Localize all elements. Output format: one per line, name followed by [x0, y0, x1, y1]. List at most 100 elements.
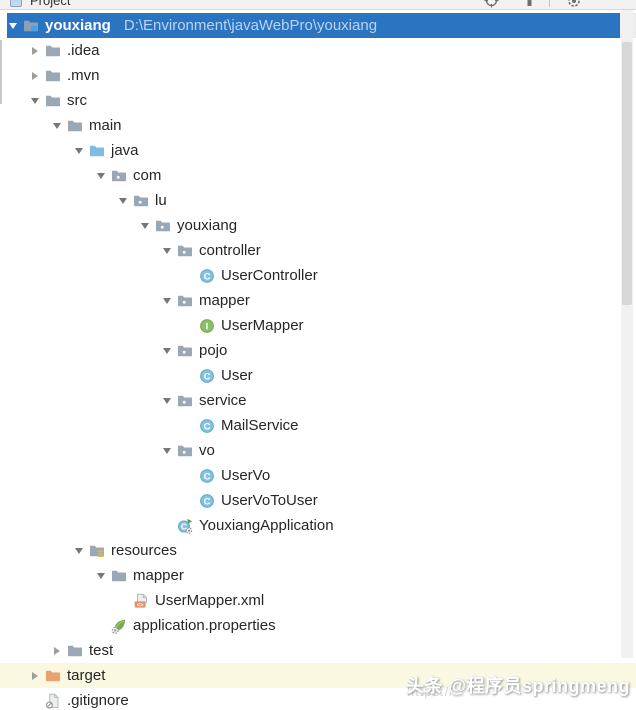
tree-row-usermapper-xml[interactable]: <>UserMapper.xml	[0, 588, 636, 613]
chevron-down-icon[interactable]	[48, 113, 66, 138]
tree-item-label: UserController	[221, 267, 318, 284]
tree-row-target[interactable]: target	[0, 663, 636, 688]
indent	[0, 100, 26, 101]
tree-row-pojo[interactable]: pojo	[0, 338, 636, 363]
twisty-spacer	[180, 363, 198, 388]
folder-icon	[44, 38, 62, 63]
indent	[0, 325, 180, 326]
twisty-spacer	[158, 513, 176, 538]
chevron-right-icon[interactable]	[26, 38, 44, 63]
tree-row-youxiang[interactable]: youxiang	[0, 213, 636, 238]
class-icon: C	[198, 413, 216, 438]
tree-row-test[interactable]: test	[0, 638, 636, 663]
twisty-spacer	[180, 413, 198, 438]
chevron-down-icon[interactable]	[4, 13, 22, 38]
indent	[0, 300, 158, 301]
vertical-scrollbar-thumb[interactable]	[622, 42, 632, 305]
package-icon	[176, 238, 194, 263]
folder-icon	[66, 638, 84, 663]
folder-icon	[110, 563, 128, 588]
tree-row-mapper[interactable]: mapper	[0, 563, 636, 588]
toolbar-divider	[549, 0, 550, 7]
tree-row-controller[interactable]: controller	[0, 238, 636, 263]
indent	[0, 50, 26, 51]
chevron-down-icon[interactable]	[158, 438, 176, 463]
collapse-all-icon[interactable]	[522, 0, 537, 9]
twisty-spacer	[180, 463, 198, 488]
chevron-right-icon[interactable]	[26, 63, 44, 88]
tree-item-label: youxiang	[177, 217, 238, 234]
chevron-down-icon[interactable]	[92, 163, 110, 188]
chevron-right-icon[interactable]	[48, 638, 66, 663]
folder-icon	[44, 88, 62, 113]
tree-item-label: resources	[111, 542, 177, 559]
tree-item-label: target	[67, 667, 106, 684]
tree-item-label: .mvn	[67, 67, 100, 84]
tree-row--mvn[interactable]: .mvn	[0, 63, 636, 88]
chevron-down-icon[interactable]	[114, 188, 132, 213]
chevron-down-icon[interactable]	[136, 213, 154, 238]
indent	[0, 400, 158, 401]
folder-project-icon	[22, 13, 40, 38]
indent	[0, 525, 158, 526]
locate-icon[interactable]	[484, 0, 499, 9]
tree-item-label: main	[89, 117, 122, 134]
panel-title: Project	[30, 0, 71, 8]
package-icon	[132, 188, 150, 213]
tree-row-vo[interactable]: vo	[0, 438, 636, 463]
tree-row--gitignore[interactable]: .gitignore	[0, 688, 636, 710]
panel-header: Project	[0, 0, 636, 10]
tree-row-service[interactable]: service	[0, 388, 636, 413]
chevron-down-icon[interactable]	[26, 88, 44, 113]
tree-row-mapper[interactable]: mapper	[0, 288, 636, 313]
twisty-spacer	[26, 688, 44, 710]
tree-row-src[interactable]: src	[0, 88, 636, 113]
folder-source-icon	[88, 138, 106, 163]
chevron-down-icon[interactable]	[158, 388, 176, 413]
indent	[0, 425, 180, 426]
indent	[0, 475, 180, 476]
chevron-right-icon[interactable]	[26, 663, 44, 688]
chevron-down-icon[interactable]	[158, 238, 176, 263]
indent	[0, 375, 180, 376]
tree-row--idea[interactable]: .idea	[0, 38, 636, 63]
indent	[0, 200, 114, 201]
tree-item-label: test	[89, 642, 114, 659]
tree-row-main[interactable]: main	[0, 113, 636, 138]
tree-item-label: User	[221, 367, 253, 384]
tree-row-application-properties[interactable]: application.properties	[0, 613, 636, 638]
tree-item-label: controller	[199, 242, 261, 259]
chevron-down-icon[interactable]	[92, 563, 110, 588]
folder-icon	[44, 63, 62, 88]
tree-item-label: youxiang	[45, 17, 111, 34]
indent	[0, 550, 70, 551]
indent	[0, 250, 158, 251]
tree-item-label: UserVoToUser	[221, 492, 318, 509]
tree-row-lu[interactable]: lu	[0, 188, 636, 213]
indent	[0, 150, 70, 151]
watermark-text: 头条 @程序员springmeng	[405, 676, 630, 696]
indent	[0, 625, 92, 626]
chevron-down-icon[interactable]	[70, 138, 88, 163]
chevron-down-icon[interactable]	[158, 288, 176, 313]
tree-row-resources[interactable]: resources	[0, 538, 636, 563]
tree-row-com[interactable]: com	[0, 163, 636, 188]
interface-icon: I	[198, 313, 216, 338]
xml-file-icon: <>	[132, 588, 150, 613]
tree-item-label: .idea	[67, 42, 100, 59]
tree-row-java[interactable]: java	[0, 138, 636, 163]
indent	[0, 75, 26, 76]
chevron-down-icon[interactable]	[70, 538, 88, 563]
settings-icon[interactable]	[566, 0, 582, 9]
chevron-down-icon[interactable]	[158, 338, 176, 363]
tree-item-label: mapper	[199, 292, 250, 309]
indent	[0, 225, 136, 226]
